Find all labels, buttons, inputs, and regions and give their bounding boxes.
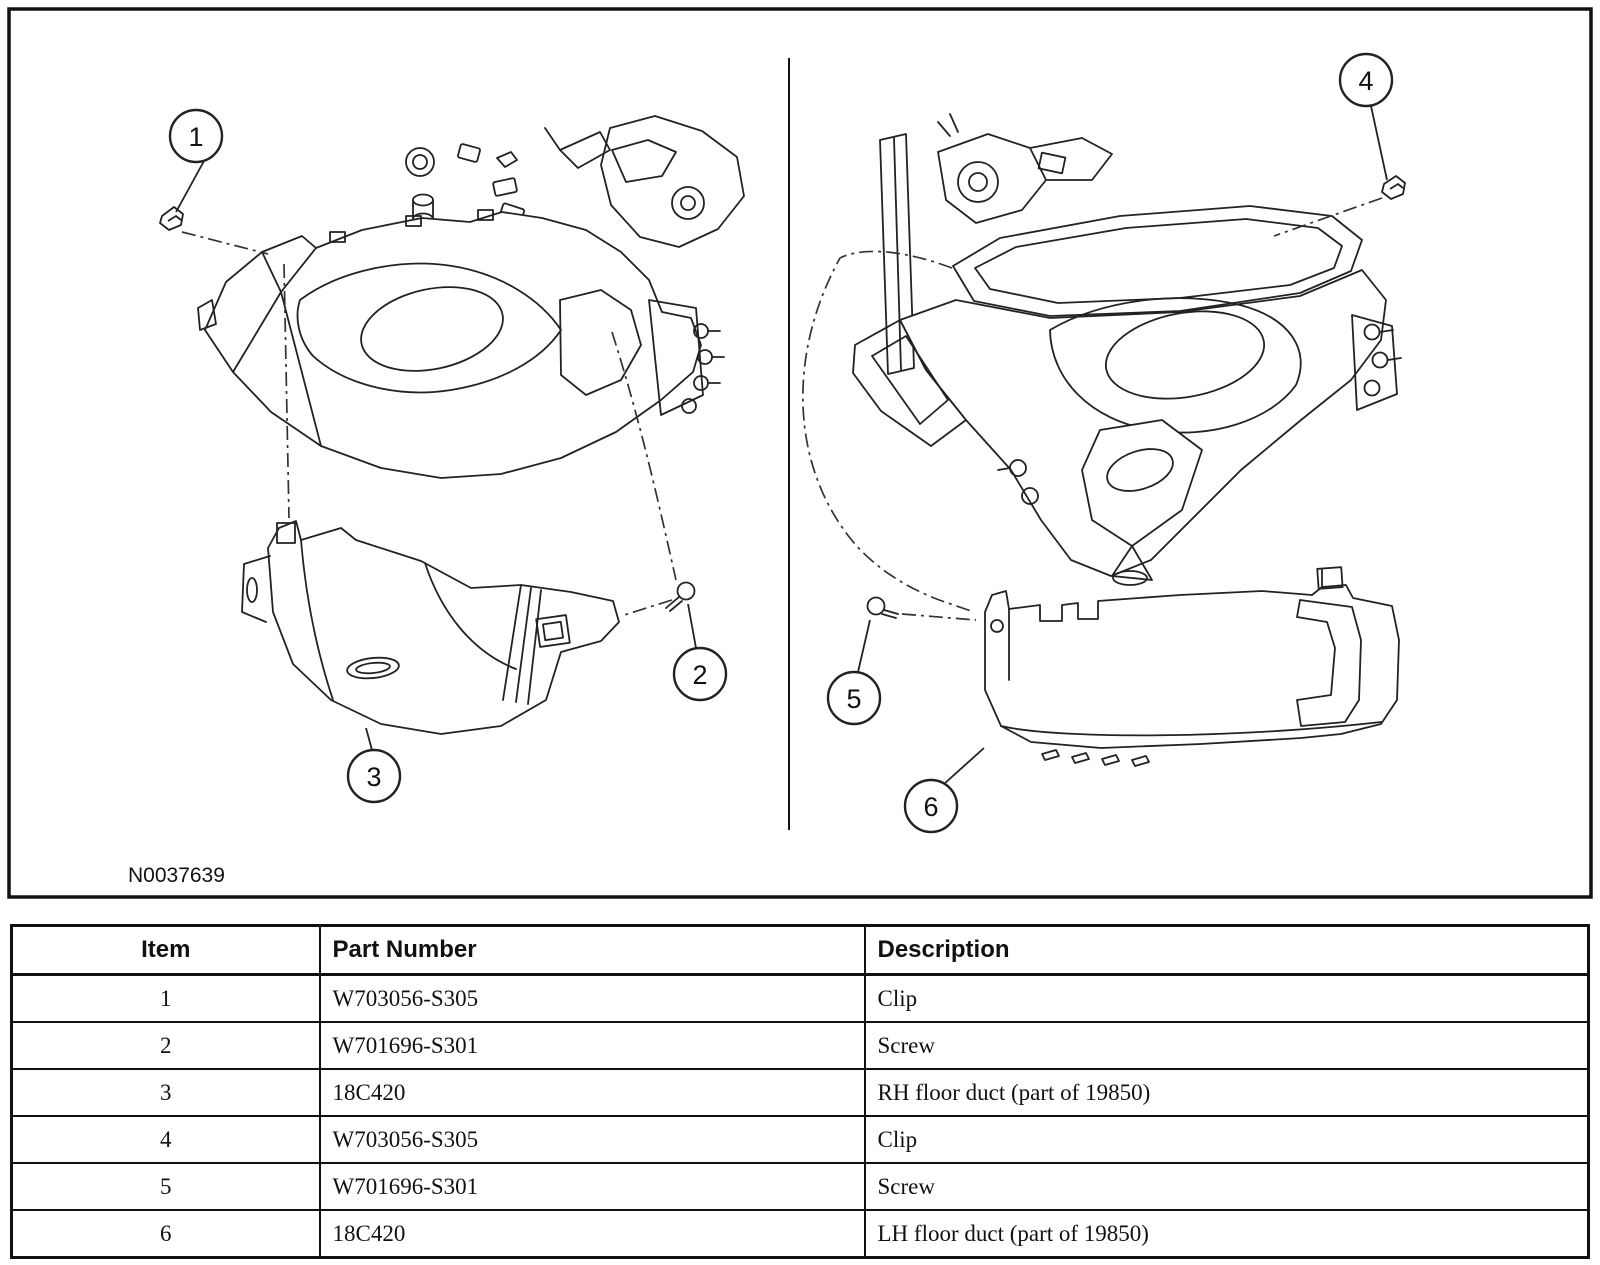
svg-text:5: 5 — [846, 684, 861, 714]
screw-icon — [665, 581, 696, 612]
table-row: 1 W703056-S305 Clip — [10, 973, 1590, 1023]
table-row: 2 W701696-S301 Screw — [10, 1021, 1590, 1070]
table-row: 3 18C420 RH floor duct (part of 19850) — [10, 1068, 1590, 1117]
item-cell: 5 — [10, 1162, 321, 1211]
item-cell: 4 — [10, 1115, 321, 1164]
svg-text:3: 3 — [366, 762, 381, 792]
svg-text:1: 1 — [188, 122, 203, 152]
description-cell: LH floor duct (part of 19850) — [863, 1209, 1590, 1259]
figure-panel-border — [7, 7, 1593, 899]
part-number-cell: W703056-S305 — [318, 1115, 866, 1164]
item-cell: 3 — [10, 1068, 321, 1117]
exploded-view-diagram: 1 2 3 4 5 6 N0037639 — [7, 7, 1593, 899]
callout-6: 6 — [903, 747, 985, 834]
callout-2: 2 — [672, 603, 728, 702]
right-hvac-assembly-art — [852, 113, 1402, 586]
figure-id-label: N0037639 — [128, 864, 225, 887]
description-cell: Clip — [863, 1115, 1590, 1164]
item-cell: 1 — [10, 973, 321, 1023]
part-number-cell: 18C420 — [318, 1068, 866, 1117]
table-row: 5 W701696-S301 Screw — [10, 1162, 1590, 1211]
item-cell: 2 — [10, 1021, 321, 1070]
callout-5: 5 — [826, 619, 882, 726]
callout-3: 3 — [346, 727, 402, 804]
item-cell: 6 — [10, 1209, 321, 1259]
description-cell: Screw — [863, 1162, 1590, 1211]
col-header-description: Description — [863, 924, 1590, 976]
table-row: 6 18C420 LH floor duct (part of 19850) — [10, 1209, 1590, 1259]
table-row: 4 W703056-S305 Clip — [10, 1115, 1590, 1164]
part-number-cell: W703056-S305 — [318, 973, 866, 1023]
description-cell: Clip — [863, 973, 1590, 1023]
left-hvac-assembly-art — [197, 115, 745, 479]
part-number-cell: 18C420 — [318, 1209, 866, 1259]
col-header-item: Item — [10, 924, 321, 976]
part-number-cell: W701696-S301 — [318, 1021, 866, 1070]
leader-lines-left — [181, 231, 677, 617]
svg-text:2: 2 — [692, 660, 707, 690]
part-number-cell: W701696-S301 — [318, 1162, 866, 1211]
svg-text:4: 4 — [1358, 66, 1373, 96]
table-header-row: Item Part Number Description — [10, 924, 1590, 976]
description-cell: Screw — [863, 1021, 1590, 1070]
callout-4: 4 — [1338, 52, 1394, 181]
callout-1: 1 — [168, 108, 224, 213]
clip-icon — [159, 206, 184, 231]
parts-table: Item Part Number Description 1 W703056-S… — [10, 924, 1590, 1259]
col-header-part-number: Part Number — [318, 924, 866, 976]
screw-icon — [866, 596, 899, 619]
svg-text:6: 6 — [923, 792, 938, 822]
lh-floor-duct-art — [984, 566, 1400, 767]
description-cell: RH floor duct (part of 19850) — [863, 1068, 1590, 1117]
leader-lines-right — [802, 197, 1383, 621]
rh-floor-duct-art — [241, 520, 620, 735]
clip-icon — [1381, 175, 1406, 200]
